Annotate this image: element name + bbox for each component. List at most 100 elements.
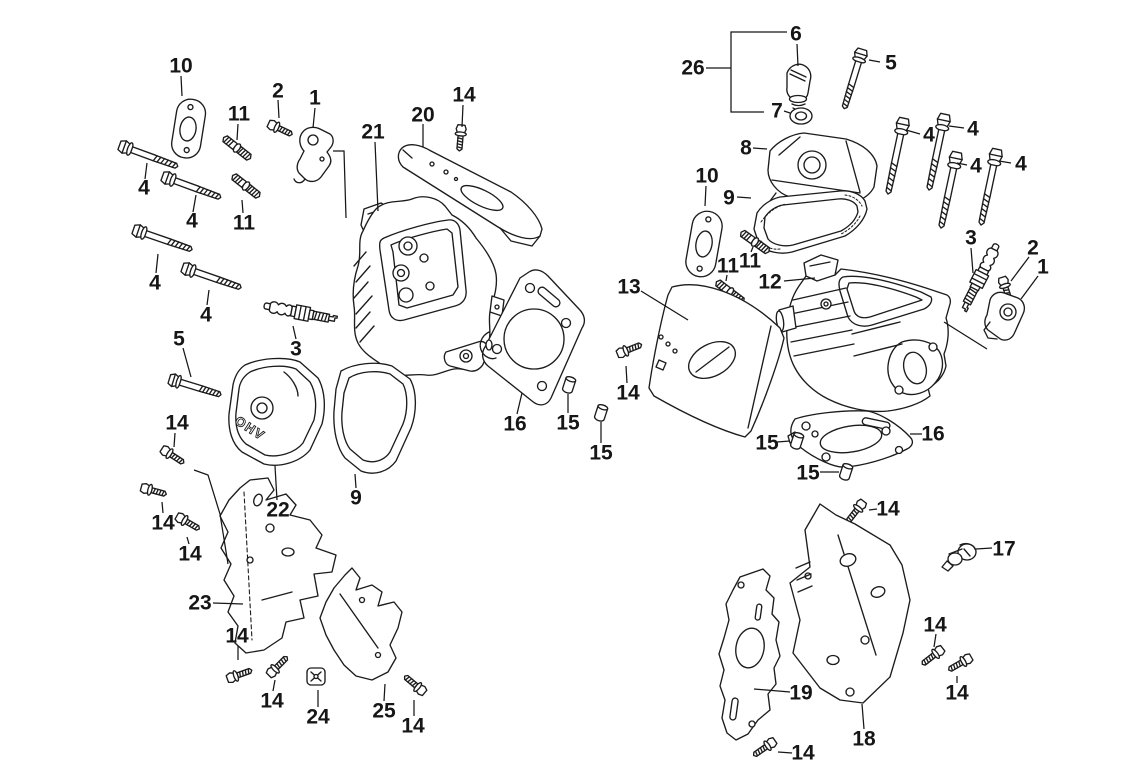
leader-line-13 <box>641 291 688 320</box>
callout-18: 18 <box>852 728 876 751</box>
leader-line-16 <box>517 393 522 414</box>
leader-line-14 <box>273 680 275 691</box>
leader-line-6 <box>797 44 798 66</box>
cover-gasket-9-left <box>334 363 416 473</box>
bracket-23 <box>220 478 336 653</box>
callout-17: 17 <box>992 538 1015 561</box>
leader-line-4 <box>949 126 964 128</box>
leader-line-4 <box>193 195 196 212</box>
leader-line-10 <box>705 186 706 206</box>
callout-5: 5 <box>885 52 897 75</box>
cover-gasket-9-right <box>754 191 867 253</box>
head-bolt-4-left-1 <box>116 138 181 174</box>
leader-line-22 <box>275 466 277 500</box>
leader-line-4 <box>156 254 158 273</box>
leader-line-14 <box>162 502 163 513</box>
callout-26: 26 <box>681 57 704 80</box>
bolt-14-bottom-2 <box>264 652 292 680</box>
callout-14: 14 <box>165 412 189 435</box>
head-bolt-4-left-2 <box>159 169 224 205</box>
leader-line-14 <box>934 634 936 647</box>
bracket-1-left-mount-line <box>333 151 346 218</box>
callout-3: 3 <box>965 227 977 250</box>
leader-line-4 <box>207 290 209 305</box>
leader-line-1 <box>1021 276 1038 299</box>
cylinder-head-left <box>353 197 504 376</box>
head-bolt-4-left-3 <box>130 222 195 257</box>
stud-11-left-2 <box>228 171 264 201</box>
bolt-14-mid <box>614 338 645 361</box>
bracket-1-right <box>984 292 1024 340</box>
callout-14: 14 <box>151 512 175 535</box>
callout-1: 1 <box>309 87 321 110</box>
heat-shield-20 <box>398 145 542 246</box>
callout-23: 23 <box>188 592 211 615</box>
callout-19: 19 <box>789 682 812 705</box>
group-26-bracket <box>731 32 787 112</box>
callout-25: 25 <box>372 700 396 723</box>
dowel-15-left-1 <box>561 374 577 395</box>
callout-15: 15 <box>796 462 820 485</box>
seal-washer-7 <box>790 108 812 124</box>
callout-11: 11 <box>228 103 251 126</box>
callout-10: 10 <box>169 55 192 78</box>
oil-filler-cap-6 <box>787 64 811 109</box>
gasket-19 <box>719 569 780 740</box>
bolt-14-left-2 <box>139 481 169 501</box>
callout-4: 4 <box>923 124 935 147</box>
bolt-14-bottom-center <box>749 735 779 761</box>
leader-line-14 <box>626 366 627 383</box>
leader-lines <box>145 32 1038 753</box>
callout-24: 24 <box>306 706 330 729</box>
leader-line-4 <box>957 163 967 165</box>
callout-5: 5 <box>173 328 185 351</box>
callout-14: 14 <box>178 543 202 566</box>
callout-16: 16 <box>503 413 526 436</box>
callout-4: 4 <box>138 177 150 200</box>
leader-line-1 <box>313 108 315 128</box>
leader-line-14 <box>174 433 175 447</box>
callout-16: 16 <box>921 423 944 446</box>
leader-line-18 <box>862 704 864 729</box>
callout-22: 22 <box>266 499 289 522</box>
callout-13: 13 <box>617 276 640 299</box>
bolt-14-top <box>453 123 468 153</box>
rocker-cover-8 <box>768 133 877 204</box>
callout-4: 4 <box>1015 153 1027 176</box>
dowel-15-left-2 <box>593 402 609 423</box>
callout-15: 15 <box>755 432 779 455</box>
bracket-1-left <box>294 127 333 182</box>
shroud-13 <box>649 285 784 437</box>
valve-cover-22: OHV <box>229 358 324 465</box>
exhaust-gasket-10-left <box>170 97 208 160</box>
leader-line-7 <box>784 111 790 113</box>
head-gasket-16-left <box>480 270 584 405</box>
head-bolt-4-left-4 <box>179 260 244 295</box>
callout-10: 10 <box>695 165 718 188</box>
shield-25 <box>320 568 402 680</box>
leader-line-19 <box>754 689 790 692</box>
bolt-14-bottom-3 <box>400 671 429 698</box>
leader-line-9 <box>355 474 356 488</box>
callout-14: 14 <box>401 715 425 738</box>
callout-4: 4 <box>186 210 198 233</box>
callout-14: 14 <box>791 742 815 765</box>
callout-12: 12 <box>758 271 781 294</box>
leader-line-23 <box>213 603 243 604</box>
head-bolt-4-right-3 <box>933 150 965 231</box>
callout-1: 1 <box>1037 256 1049 279</box>
leader-line-21 <box>375 142 378 211</box>
callout-15: 15 <box>589 442 613 465</box>
callout-7: 7 <box>771 100 783 123</box>
leader-line-17 <box>976 548 992 549</box>
bracket-1-right-mount-line <box>944 322 987 349</box>
callout-3: 3 <box>290 338 302 361</box>
callout-6: 6 <box>790 23 802 46</box>
bolt-5-right <box>837 46 870 112</box>
exhaust-gasket-10-right <box>683 209 724 279</box>
leader-line-11 <box>237 124 238 140</box>
callout-14: 14 <box>876 498 900 521</box>
head-bolt-4-right-1 <box>880 116 912 197</box>
